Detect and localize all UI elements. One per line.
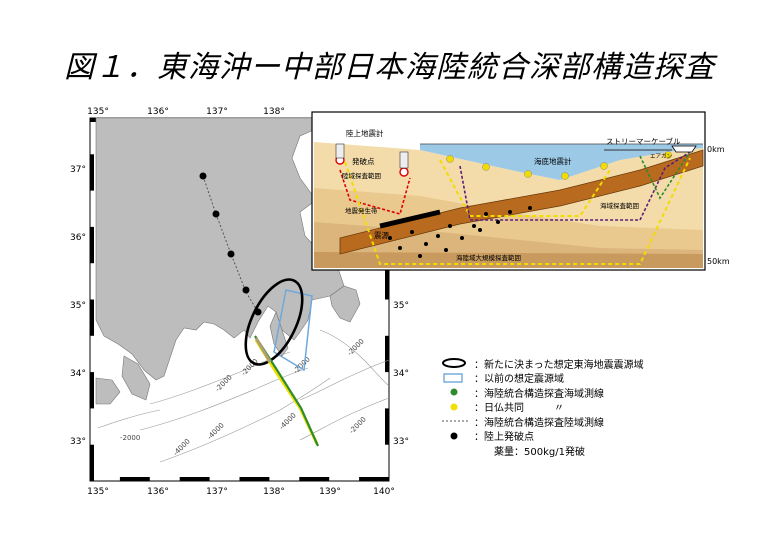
graticule-check xyxy=(90,299,94,336)
legend-note-text: 薬量：500kg/1発破 xyxy=(494,446,585,458)
graticule-check xyxy=(385,263,389,300)
legend-label: ：以前の想定震源域 xyxy=(474,374,564,386)
cs-label-obs: 海底地震計 xyxy=(534,156,572,166)
graticule-check xyxy=(385,408,389,445)
legend-item-french-line: ：日仏共同 〃 xyxy=(440,400,760,415)
lat-tick-left: 33° xyxy=(70,437,86,447)
kii-peninsula xyxy=(121,355,151,401)
legend-item-old-source-region: ：以前の想定震源域 xyxy=(440,371,760,386)
legend-item-new-source-region: ：新たに決まった想定東海地震震源域 xyxy=(440,356,760,371)
graticule-check xyxy=(239,477,270,481)
legend-label: ：陸上発破点 xyxy=(474,432,534,444)
legend-item-shot-point: ：陸上発破点 xyxy=(440,429,760,444)
legend-item-sea-line: ：海陸統合構造探査海域測線 xyxy=(440,385,760,400)
shot-point-marker xyxy=(212,210,220,218)
boso-peninsula xyxy=(329,285,361,323)
graticule-check xyxy=(359,477,389,481)
cs-label-streamer: ストリーマーケーブル xyxy=(606,136,681,146)
cs-label-land-survey-range: 陸域探査範囲 xyxy=(342,171,381,180)
old-source-region xyxy=(273,289,313,372)
ellipse-icon xyxy=(440,357,474,369)
lat-tick-right: 33° xyxy=(393,437,409,447)
lat-tick-right: 35° xyxy=(393,301,409,311)
graticule-check xyxy=(385,335,389,373)
legend-label: ：新たに決まった想定東海地震震源域 xyxy=(474,359,644,371)
lon-tick-top: 137° xyxy=(206,107,228,117)
lat-tick-right: 34° xyxy=(393,369,409,379)
new-source-region xyxy=(244,278,304,366)
cs-depth-top: 0km xyxy=(707,145,725,154)
cs-label-earthquake-zone: 地震発生帯 xyxy=(345,206,378,215)
lon-tick-top: 138° xyxy=(263,107,285,117)
cs-label-airgun: エアガン xyxy=(650,152,673,160)
lat-tick-left: 35° xyxy=(70,301,86,311)
legend-label: ：日仏共同 〃 xyxy=(474,403,564,415)
legend: ：新たに決まった想定東海地震震源域 ：以前の想定震源域 ：海陸統合構造探査海域測… xyxy=(440,356,760,458)
legend-note: 薬量：500kg/1発破 xyxy=(440,443,760,458)
polygon-icon xyxy=(440,372,474,384)
graticule-check xyxy=(90,372,94,409)
green-dot-icon xyxy=(440,386,474,398)
lon-tick-bottom: 140° xyxy=(373,487,395,497)
lon-tick-top: 136° xyxy=(147,107,169,117)
depth-label: -2000 xyxy=(120,434,140,442)
black-dot-icon xyxy=(440,430,474,442)
cs-label-shot-point: 発破点 xyxy=(352,156,375,166)
cs-label-land-seismometer: 陸上地震計 xyxy=(346,128,384,138)
shot-point-marker xyxy=(199,172,207,180)
legend-label: ：海陸統合構造探査陸域測線 xyxy=(474,417,604,429)
legend-label: ：海陸統合構造探査海域測線 xyxy=(474,388,604,400)
shot-point-marker xyxy=(242,286,250,294)
cs-label-earthquake: 震源 xyxy=(374,231,389,240)
shot-point-marker xyxy=(227,250,235,258)
graticule-check xyxy=(119,477,150,481)
cross-section-inset: 陸上地震計 発破点 陸域探査範囲 地震発生帯 震源 海底地震計 ストリーマーケー… xyxy=(311,111,730,271)
cs-label-marine-land-survey: 海陸域大規模探査範囲 xyxy=(456,253,521,262)
yellow-dot-icon xyxy=(440,401,474,413)
lon-tick-bottom: 139° xyxy=(319,487,341,497)
graticule-check xyxy=(90,226,94,264)
french-joint-line-inner xyxy=(254,337,272,363)
lon-tick-bottom: 135° xyxy=(87,487,109,497)
graticule-check xyxy=(299,477,330,481)
page-title: 図１．東海沖ー中部日本海陸統合深部構造探査 xyxy=(64,50,715,85)
cs-label-sea-survey-range: 海域探査範囲 xyxy=(600,201,639,210)
lon-tick-bottom: 138° xyxy=(263,487,285,497)
graticule-check xyxy=(90,154,94,191)
lon-tick-bottom: 136° xyxy=(147,487,169,497)
shikoku xyxy=(95,377,121,405)
lat-tick-left: 36° xyxy=(70,233,86,243)
lon-tick-top: 135° xyxy=(87,107,109,117)
lon-tick-bottom: 137° xyxy=(206,487,228,497)
lat-tick-left: 37° xyxy=(70,165,86,175)
cs-depth-bottom: 50km xyxy=(707,257,730,266)
graticule-check xyxy=(179,477,210,481)
dotted-line-icon xyxy=(440,415,474,427)
graticule-check xyxy=(90,444,94,481)
legend-item-land-line: ：海陸統合構造探査陸域測線 xyxy=(440,414,760,429)
lat-tick-left: 34° xyxy=(70,369,86,379)
